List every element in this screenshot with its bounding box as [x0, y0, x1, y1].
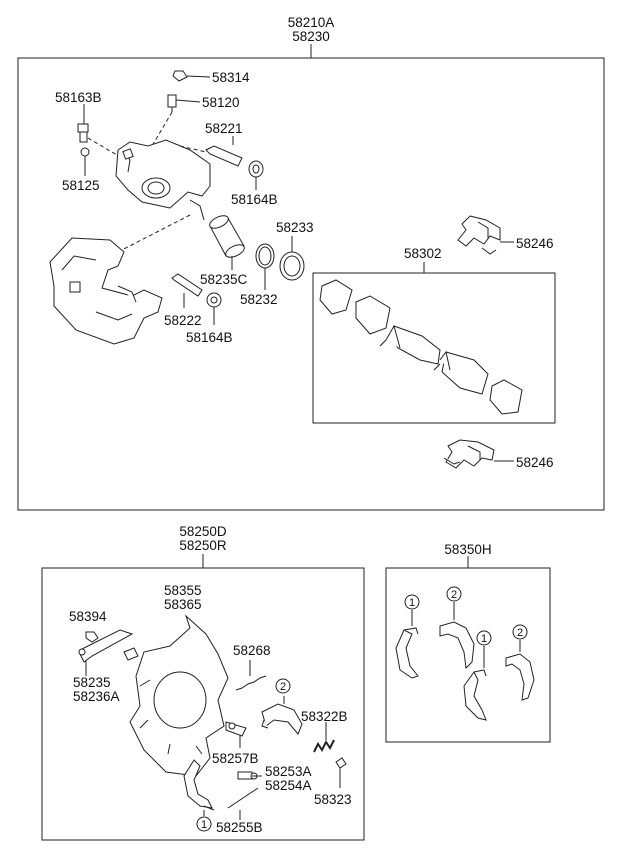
- bolt-dash-line: [87, 137, 123, 159]
- part-label-58314: 58314: [212, 70, 250, 85]
- assembly-number: 58250R: [179, 538, 227, 553]
- set-callout-circle-2a: [446, 586, 462, 602]
- washer-58125-icon: [80, 147, 90, 176]
- assembly-number: 58210A: [287, 15, 335, 30]
- callout-circle-2: [275, 678, 291, 694]
- callout-number: 1: [409, 597, 415, 609]
- shoe-set-1a-icon: [395, 610, 419, 679]
- part-label-58322b: 58322B: [301, 709, 348, 724]
- shoe-set-2b-icon: [505, 640, 535, 701]
- guide-pin-58222-icon: [171, 273, 203, 308]
- bleeder-screw-icon: [167, 94, 201, 112]
- callout-circle-1: [196, 816, 212, 832]
- part-label-58236a: 58236A: [73, 689, 120, 704]
- seal-58232-icon: [255, 243, 275, 290]
- spring-58322b-icon: [313, 722, 335, 753]
- bleeder-dash-line: [134, 111, 173, 176]
- caliper-to-bracket-dash: [117, 214, 191, 253]
- adjuster-58394-icon: [85, 631, 99, 643]
- caliper-bracket-icon: [49, 237, 163, 345]
- part-label-58164b: 58164B: [231, 192, 278, 207]
- part-label-58235c: 58235C: [200, 272, 248, 287]
- clip-58246-top-icon: [457, 215, 514, 255]
- part-label-58255b: 58255B: [216, 820, 263, 835]
- bleeder-cap-icon: [172, 70, 211, 82]
- caliper-body-icon: [115, 139, 211, 221]
- part-label-58253a: 58253A: [265, 764, 312, 779]
- part-label-58164b: 58164B: [186, 330, 233, 345]
- part-label-58355: 58355: [164, 583, 202, 598]
- spring-58268-icon: [235, 660, 267, 691]
- clip-58323-icon: [335, 757, 347, 788]
- assembly-number: 58230: [292, 29, 330, 44]
- callout-number: 1: [201, 819, 207, 831]
- spring-58255b-icon: [227, 787, 259, 820]
- part-label-58163b: 58163B: [55, 90, 102, 105]
- part-label-58254a: 58254A: [265, 778, 312, 793]
- part-label-58268: 58268: [233, 643, 271, 658]
- part-label-58394: 58394: [69, 609, 107, 624]
- pin-58253a-icon: [237, 771, 262, 780]
- shoe-2-icon: [261, 696, 303, 735]
- shoe-set-1b-icon: [463, 646, 487, 721]
- shoe-set-2a-icon: [439, 602, 475, 670]
- part-label-58232: 58232: [240, 292, 278, 307]
- guide-pin-58221-icon: [179, 136, 243, 167]
- piston-58235c-icon: [209, 215, 245, 270]
- boot-58233-icon: [279, 236, 305, 281]
- set-callout-circle-2b: [512, 624, 528, 640]
- brake-pads-icon: [319, 279, 523, 415]
- set-callout-circle-1b: [476, 630, 492, 646]
- callout-number: 2: [517, 627, 523, 639]
- bolt-58163b-icon: [77, 104, 89, 143]
- part-label-58120: 58120: [202, 95, 240, 110]
- callout-number: 2: [280, 681, 286, 693]
- callout-number: 2: [451, 589, 457, 601]
- assembly-number: 58350H: [444, 542, 492, 557]
- part-label-58125: 58125: [62, 178, 100, 193]
- part-label-58302: 58302: [404, 246, 442, 261]
- assembly-number: 58250D: [179, 524, 227, 539]
- clip-58246-bottom-icon: [443, 439, 514, 469]
- part-label-58222: 58222: [164, 313, 202, 328]
- set-callout-circle-1a: [404, 594, 420, 610]
- backing-plate-icon: [129, 614, 229, 777]
- callout-number: 1: [481, 633, 487, 645]
- shoe-1-icon: [183, 759, 215, 816]
- part-label-58365: 58365: [164, 597, 202, 612]
- part-label-58246: 58246: [516, 236, 554, 251]
- part-label-58233: 58233: [276, 220, 314, 235]
- part-label-58323: 58323: [314, 792, 352, 807]
- strut-58257b-icon: [225, 721, 247, 748]
- part-label-58246: 58246: [516, 455, 554, 470]
- caliper-group-frame: [17, 57, 605, 511]
- part-label-58257b: 58257B: [212, 751, 259, 766]
- lever-58235-icon: [78, 629, 139, 676]
- boot-58164b-top-icon: [248, 160, 264, 190]
- pad-set-frame: [312, 272, 556, 424]
- boot-58164b-bottom-icon: [206, 292, 222, 325]
- part-label-58235: 58235: [73, 675, 111, 690]
- part-label-58221: 58221: [205, 121, 243, 136]
